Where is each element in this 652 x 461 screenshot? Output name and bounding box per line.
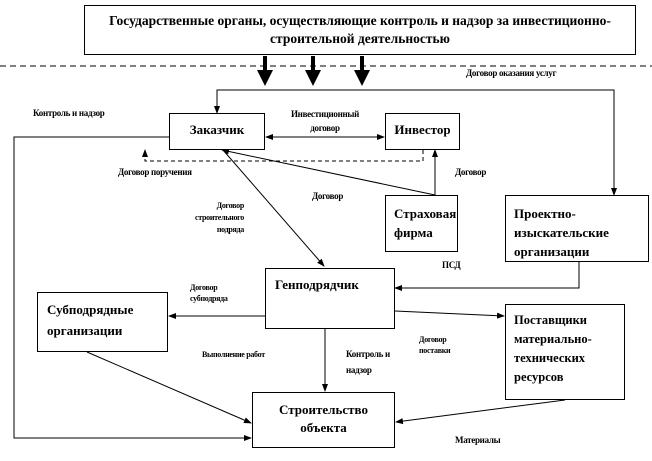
works-arrow: [86, 351, 252, 424]
label-materials: Материалы: [455, 435, 501, 445]
label-control-gc: Контроль и надзор: [346, 349, 390, 375]
label-agency-contract: Договор поручения: [118, 167, 192, 177]
construction-box: Строительство объекта: [252, 392, 395, 448]
insurance-box: Страховая фирма: [385, 195, 458, 252]
materials-arrow: [395, 399, 566, 425]
label-control-left: Контроль и надзор: [33, 108, 105, 118]
label-construction-contract: Договор строительного подряда: [195, 201, 244, 234]
label-psd: ПСД: [442, 260, 461, 270]
state-control-arrows: [257, 56, 370, 86]
general-contractor-box: Генподрядчик: [265, 268, 395, 329]
state-authorities-box: Государственные органы, осуществляющие к…: [84, 5, 636, 55]
construction-contract-arrow: [222, 149, 325, 267]
label-supply-contract: Договор поставки: [419, 335, 451, 355]
customer-box: Заказчик: [169, 113, 265, 150]
subcontractors-box: Субподрядные организации: [37, 292, 168, 352]
control-left-line: [13, 136, 252, 441]
design-box: Проектно-изыскательские организации: [505, 195, 649, 262]
label-subcontract: Договор субподряда: [190, 283, 228, 303]
label-investment-contract: Инвестиционный договор: [290, 109, 359, 133]
supply-arrow: [394, 310, 505, 319]
label-contract-insurance-customer: Договор: [312, 191, 344, 201]
agency-dashed-line: [142, 149, 424, 162]
suppliers-box: Поставщики материально-технических ресур…: [505, 304, 625, 400]
psd-arrow: [394, 262, 580, 291]
investor-box: Инвестор: [385, 113, 460, 150]
insurance-customer-arrow: [221, 148, 436, 196]
label-contract-insurance-investor: Договор: [455, 167, 487, 177]
label-works: Выполнение работ: [202, 350, 265, 359]
label-services-contract: Договор оказания услуг: [466, 68, 557, 78]
